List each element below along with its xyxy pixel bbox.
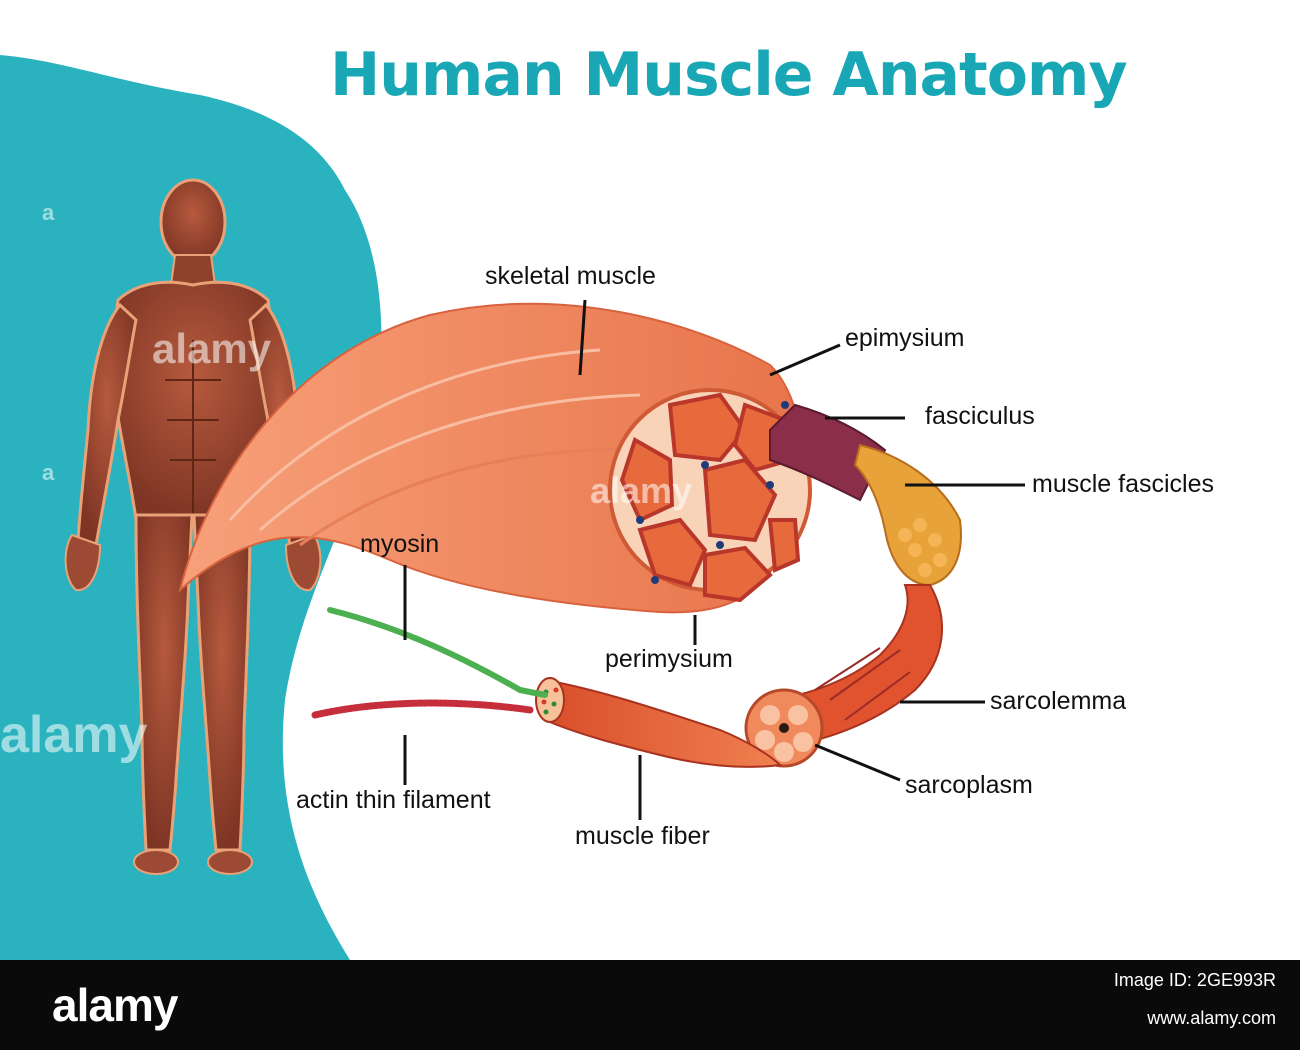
footer-logo: alamy: [52, 979, 178, 1031]
footer-bar: alamy Image ID: 2GE993R www.alamy.com: [0, 960, 1300, 1050]
label-muscle-fascicles: muscle fascicles: [1032, 470, 1214, 498]
fasciculus-shape: [769, 403, 887, 502]
label-epimysium: epimysium: [845, 324, 965, 352]
myosin-filament: [327, 607, 548, 698]
label-sarcolemma: sarcolemma: [990, 687, 1127, 715]
watermark-brand: alamy: [0, 706, 148, 764]
label-myosin: myosin: [360, 530, 440, 558]
footer-site: www.alamy.com: [1147, 1008, 1276, 1028]
diagram-artwork: [0, 55, 1025, 960]
leader-lines: [403, 299, 1025, 820]
muscle-fiber-shape: [544, 678, 783, 768]
watermark-brand: alamy: [152, 325, 272, 372]
page-title: Human Muscle Anatomy: [330, 40, 1128, 110]
watermark-brand: alamy: [590, 470, 693, 511]
footer-image-id: Image ID: 2GE993R: [1113, 970, 1276, 990]
watermark-letter: a: [42, 200, 55, 225]
label-perimysium: perimysium: [605, 645, 733, 673]
label-actin-thin-filament: actin thin filament: [296, 786, 491, 814]
watermark-letter: a: [42, 460, 55, 485]
muscle-cross-section: [608, 388, 812, 603]
label-fasciculus: fasciculus: [925, 402, 1035, 430]
actin-filament: [311, 699, 534, 719]
label-muscle-fiber: muscle fiber: [575, 822, 710, 850]
label-sarcoplasm: sarcoplasm: [905, 771, 1033, 799]
sarcolemma-section: [744, 688, 824, 768]
label-skeletal-muscle: skeletal muscle: [485, 262, 656, 290]
